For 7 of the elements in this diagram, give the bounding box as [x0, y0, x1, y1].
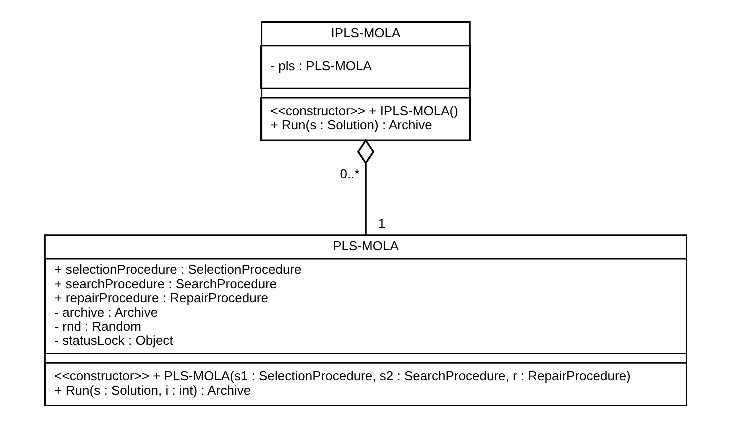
label: 0..* [340, 166, 360, 182]
node-box: <<constructor>> + PLS-MOLA(s1 : SelectionProcedure, s2 : SearchProcedure, r : RepairProcedure) + Run(s : Solution, i : int) : Archive [44, 362, 688, 406]
label: 1 [378, 216, 386, 231]
node-box: - pls : PLS-MOLA [260, 45, 472, 90]
node-box: + selectionProcedure : SelectionProcedure + searchProcedure : SearchProcedure + repairProcedure : RepairProcedure - archive : Archive - rnd : Random - statusLock : Object [44, 258, 688, 354]
node-box: <<constructor>> + IPLS-MOLA() + Run(s : Solution) : Archive [260, 97, 472, 142]
connector [357, 139, 375, 236]
